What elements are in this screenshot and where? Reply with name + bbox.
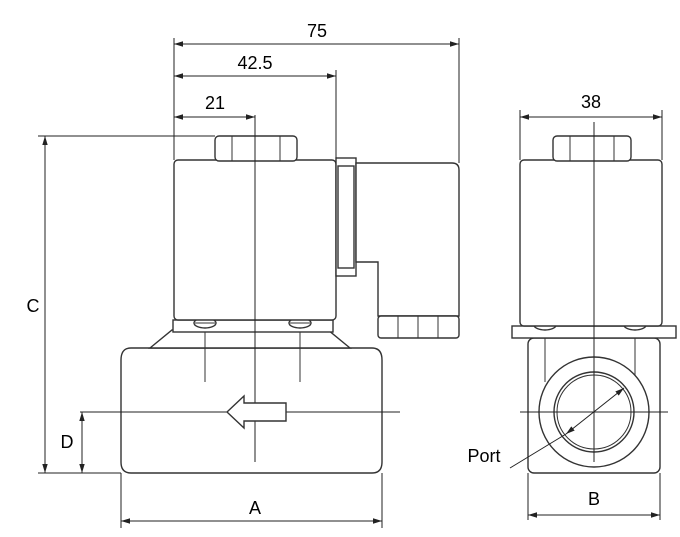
front-connector-gasket-inner xyxy=(337,165,355,269)
side-view xyxy=(509,122,677,474)
dimension-port-height-d: D xyxy=(61,412,85,473)
dim-height-c-label: C xyxy=(27,296,40,316)
dim-body-length-a-label: A xyxy=(249,498,261,518)
dimension-body-length-a: A xyxy=(120,473,383,528)
front-cable-gland xyxy=(377,315,460,339)
front-view xyxy=(80,115,460,474)
dim-body-width-b-label: B xyxy=(588,489,600,509)
dimension-overall-width: 75 xyxy=(173,21,460,163)
dim-center-offset-label: 21 xyxy=(205,93,225,113)
side-coil xyxy=(519,159,663,327)
dimension-center-offset: 21 xyxy=(174,93,255,120)
side-top-nut xyxy=(552,135,632,162)
front-connector-body xyxy=(355,162,460,317)
front-body-shoulder xyxy=(148,329,352,349)
port-diameter-line xyxy=(565,387,625,435)
dimension-body-width-b: B xyxy=(527,473,661,520)
flow-direction-arrow xyxy=(225,394,287,430)
dimension-coil-width: 38 xyxy=(519,92,663,160)
dim-coil-width-label: 38 xyxy=(581,92,601,112)
dim-overall-width-label: 75 xyxy=(307,21,327,41)
dimension-height-c: C xyxy=(27,135,215,474)
front-top-nut xyxy=(214,135,298,162)
port-label: Port xyxy=(467,446,500,466)
port-leader-line xyxy=(509,433,567,469)
dim-coil-offset-label: 42.5 xyxy=(237,53,272,73)
dim-port-height-d-label: D xyxy=(61,432,74,452)
dimension-coil-offset: 42.5 xyxy=(174,53,337,158)
